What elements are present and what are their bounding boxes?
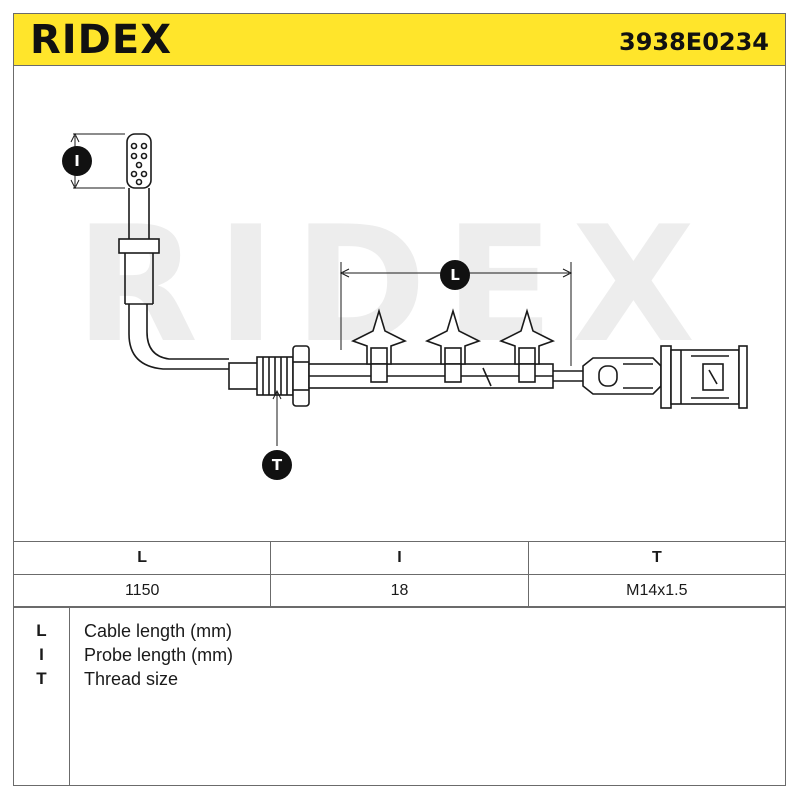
badge-probe-length: I — [62, 146, 92, 176]
table-row: 1150 18 M14x1.5 — [12, 574, 787, 608]
badge-label-I: I — [74, 152, 80, 170]
dimensions-table: L I T 1150 18 M14x1.5 — [12, 541, 787, 608]
value-thread-size: M14x1.5 — [527, 574, 787, 608]
legend-key: L — [36, 621, 47, 640]
legend-label: Probe length (mm) — [84, 645, 234, 665]
table-header-row: L I T — [12, 541, 787, 575]
value-cable-length: 1150 — [12, 574, 272, 608]
cable-clip-1 — [350, 308, 408, 383]
legend-label: Cable length (mm) — [84, 621, 233, 641]
column-header-T: T — [527, 541, 787, 575]
probe-tip — [126, 133, 152, 189]
cable-clip-2 — [424, 308, 482, 383]
legend-key: I — [39, 645, 44, 664]
brand-logo: RIDEX — [30, 17, 173, 63]
column-header-L: L — [12, 541, 272, 575]
cable-clip-3 — [498, 308, 556, 383]
legend-panel: L Cable length (mm) I Probe length (mm) … — [13, 606, 786, 786]
legend-item: T Thread size — [14, 667, 785, 691]
badge-label-L: L — [450, 266, 460, 284]
header-bar: RIDEX 3938E0234 — [13, 13, 786, 66]
electrical-connector — [582, 345, 748, 409]
legend-item: L Cable length (mm) — [14, 619, 785, 643]
thread-fitting — [228, 345, 310, 407]
legend-label: Thread size — [84, 669, 179, 689]
badge-label-T: T — [272, 456, 283, 474]
part-number: 3938E0234 — [619, 28, 769, 56]
sensor-drawing: I L T — [62, 132, 748, 480]
badge-cable-length: L — [440, 260, 470, 290]
legend-divider — [69, 607, 70, 785]
column-header-I: I — [270, 541, 529, 575]
legend-key: T — [36, 669, 47, 688]
badge-thread-size: T — [262, 450, 292, 480]
legend-item: I Probe length (mm) — [14, 643, 785, 667]
value-probe-length: 18 — [270, 574, 529, 608]
